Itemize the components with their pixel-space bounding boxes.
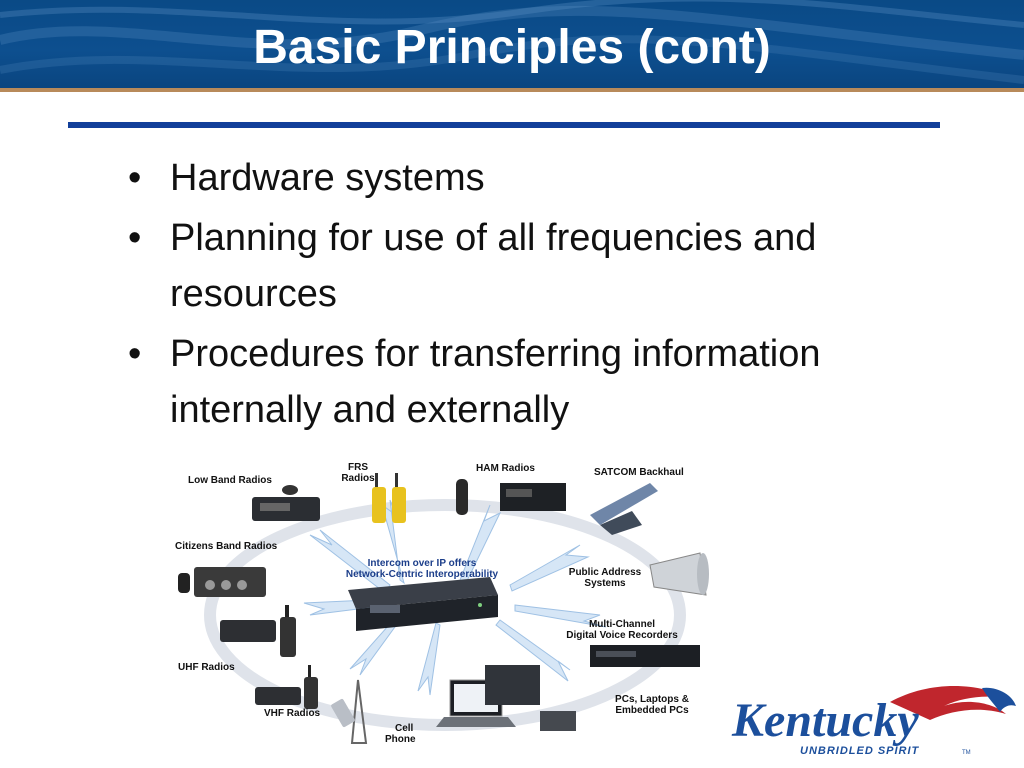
frs-label-line1: FRS	[348, 462, 368, 473]
interoperability-diagram: Intercom over IP offers Network-Centric …	[175, 462, 709, 745]
recorders-label-line1: Multi-Channel	[589, 619, 655, 630]
satcom-label: SATCOM Backhaul	[594, 467, 684, 478]
cell-label-line2: Phone	[385, 734, 416, 745]
uhf-label: UHF Radios	[178, 662, 235, 673]
horse-swoosh-icon	[890, 686, 1012, 720]
low-band-label: Low Band Radios	[188, 475, 272, 486]
logo-wordmark: Kentucky	[731, 694, 919, 747]
bullet-icon: •	[128, 157, 142, 199]
logo-trademark: TM	[962, 750, 971, 756]
bullet-text: Planning for use of all frequencies and …	[170, 217, 817, 315]
vhf-radio-icon	[255, 665, 318, 709]
satcom-dish-icon	[590, 483, 658, 535]
recorders-label-line2: Digital Voice Recorders	[566, 630, 678, 641]
bullet-list: • Hardware systems • Planning for use of a…	[128, 150, 968, 442]
title-banner	[0, 0, 1024, 92]
citizens-band-label: Citizens Band Radios	[175, 541, 278, 552]
center-caption-line2: Network-Centric Interoperability	[346, 569, 499, 580]
uhf-radio-icon	[220, 605, 296, 657]
center-caption-line1: Intercom over IP offers	[368, 558, 477, 569]
banner-swirl-decoration	[0, 0, 1024, 84]
public-address-label-line2: Systems	[584, 578, 626, 589]
public-address-speaker-icon	[649, 552, 709, 596]
kentucky-logo: Kentucky UNBRIDLED SPIRIT TM	[731, 686, 1016, 757]
banner-bottom-rule	[0, 88, 1024, 92]
bullet-icon: •	[128, 217, 142, 259]
bullet-text: Hardware systems	[170, 157, 485, 199]
pcs-label-line2: Embedded PCs	[615, 705, 689, 716]
pcs-laptop-icon	[436, 665, 576, 731]
title-divider	[68, 122, 940, 128]
low-band-radio-icon	[252, 485, 320, 521]
vhf-label: VHF Radios	[264, 708, 321, 719]
bullet-text: Procedures for transferring information …	[170, 333, 821, 431]
slide-title: Basic Principles (cont)	[253, 21, 771, 74]
ham-radio-icon	[456, 479, 566, 515]
citizens-band-radio-icon	[178, 567, 266, 597]
bullet-item: • Hardware systems	[128, 150, 968, 206]
horse-head-icon	[982, 687, 1016, 712]
ham-label: HAM Radios	[476, 463, 535, 474]
bullet-item: • Procedures for transferring information…	[128, 326, 968, 438]
frs-radios-icon	[372, 473, 406, 523]
signal-rays	[303, 499, 607, 696]
public-address-label-line1: Public Address	[569, 567, 642, 578]
intercom-unit	[348, 577, 498, 631]
bullet-icon: •	[128, 333, 142, 375]
bullet-item: • Planning for use of all frequencies and…	[128, 210, 968, 322]
voice-recorder-icon	[590, 645, 700, 667]
cell-label-line1: Cell	[395, 723, 414, 734]
cell-tower-icon	[331, 679, 368, 744]
logo-tagline: UNBRIDLED SPIRIT	[800, 745, 920, 757]
frs-label-line2: Radios	[341, 473, 375, 484]
pcs-label-line1: PCs, Laptops &	[615, 694, 689, 705]
